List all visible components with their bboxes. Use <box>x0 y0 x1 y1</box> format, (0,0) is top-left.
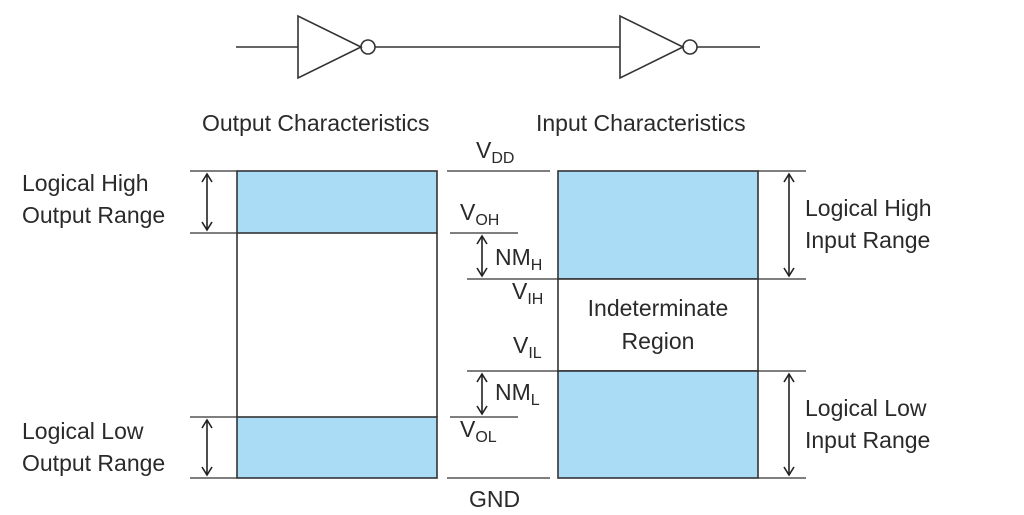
logical-low-input-label-line2: Input Range <box>805 427 930 453</box>
indeterminate-label-line2: Region <box>622 328 695 354</box>
input-high-range-box <box>557 170 759 280</box>
input-characteristics-heading: Input Characteristics <box>536 110 746 136</box>
right-low-range-arrow <box>783 372 795 477</box>
nmh-arrow <box>476 234 488 278</box>
inverter-chain <box>236 14 760 80</box>
output-low-range-box <box>236 416 438 479</box>
nml-label: NML <box>495 379 540 409</box>
gnd-label: GND <box>469 486 520 512</box>
logical-low-output-label-line1: Logical Low <box>22 418 144 444</box>
vol-label: VOL <box>460 416 497 446</box>
inverter-gate-icon <box>619 14 698 80</box>
vil-label: VIL <box>513 332 542 362</box>
indeterminate-region-box <box>557 278 759 372</box>
logical-high-output-label-line2: Output Range <box>22 202 165 228</box>
logical-high-input-label-line2: Input Range <box>805 227 930 253</box>
vih-label: VIH <box>512 278 543 308</box>
logical-low-input-label-line1: Logical Low <box>805 395 927 421</box>
nml-arrow <box>476 372 488 416</box>
inverter-gate-icon <box>297 14 376 80</box>
voh-label: VOH <box>460 199 499 229</box>
logical-high-output-label-line1: Logical High <box>22 170 149 196</box>
output-high-range-box <box>236 170 438 234</box>
output-characteristics-heading: Output Characteristics <box>202 110 430 136</box>
input-low-range-box <box>557 370 759 479</box>
output-column <box>236 170 438 479</box>
vdd-label: VDD <box>476 137 514 167</box>
left-high-range-arrow <box>201 172 213 232</box>
right-high-range-arrow <box>783 172 795 278</box>
nmh-label: NMH <box>495 244 542 274</box>
left-low-range-arrow <box>201 418 213 477</box>
indeterminate-label-line1: Indeterminate <box>588 295 729 321</box>
logical-high-input-label-line1: Logical High <box>805 195 932 221</box>
logical-low-output-label-line2: Output Range <box>22 450 165 476</box>
input-column: Indeterminate Region <box>557 170 759 479</box>
